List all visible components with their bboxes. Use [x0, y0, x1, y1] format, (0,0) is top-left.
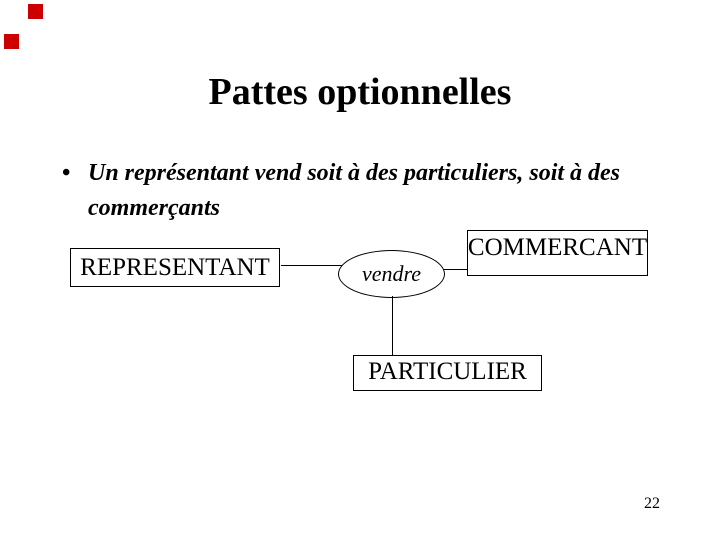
bullet-item: • Un représentant vend soit à des partic… — [62, 156, 662, 225]
entity-particulier: PARTICULIER — [353, 355, 542, 391]
slide-title: Pattes optionnelles — [208, 71, 512, 113]
relation-vendre-ellipse: vendre — [338, 250, 445, 298]
connector-vendre-commercant — [443, 269, 468, 271]
connector-vendre-particulier — [392, 296, 394, 356]
bullet-marker: • — [62, 160, 71, 186]
entity-representant-label: REPRESENTANT — [80, 253, 270, 281]
bullet-text: Un représentant vend soit à des particul… — [88, 160, 621, 221]
entity-representant: REPRESENTANT — [70, 248, 280, 287]
entity-commercant: COMMERCANT — [467, 230, 648, 276]
connector-representant-vendre — [281, 265, 342, 267]
decor-red-square-left — [4, 34, 19, 49]
page-number: 22 — [644, 495, 660, 512]
relation-vendre-label: vendre — [361, 261, 422, 286]
entity-commercant-label: COMMERCANT — [467, 234, 648, 261]
decor-red-square-top — [28, 4, 43, 19]
entity-particulier-label: PARTICULIER — [368, 358, 527, 385]
